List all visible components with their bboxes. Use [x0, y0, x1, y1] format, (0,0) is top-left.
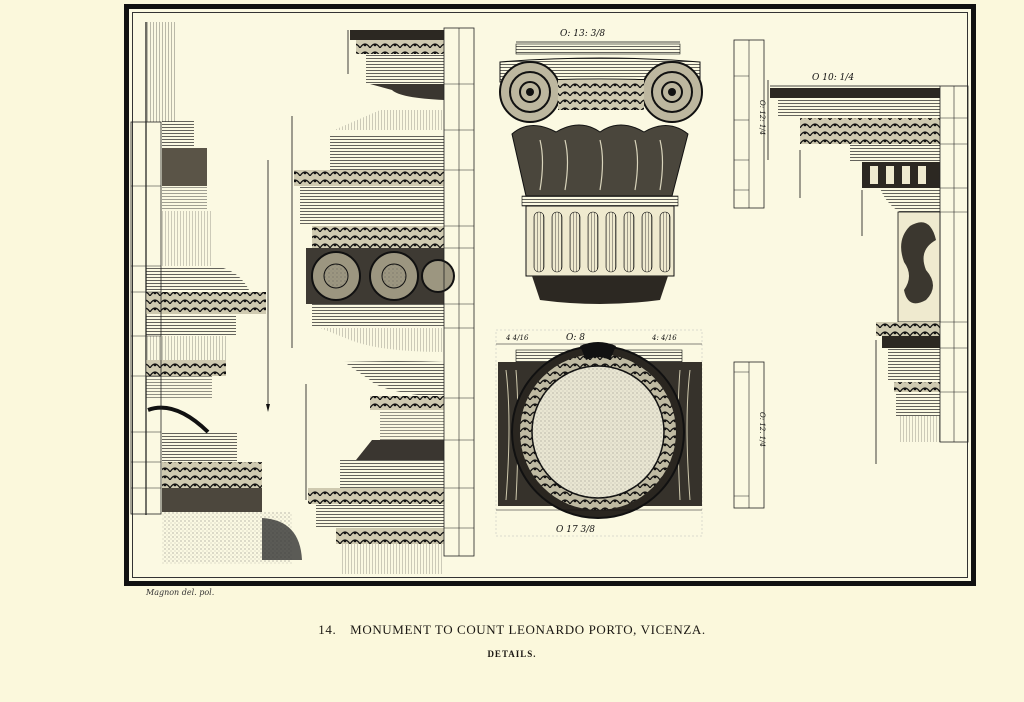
- engraver-credit: Magnon del. pol.: [146, 588, 215, 597]
- base-profile-left: [130, 22, 302, 564]
- capital-width-label: O: 13: 3/8: [560, 29, 605, 39]
- medallion-top-left-label: 4 4/16: [505, 334, 529, 342]
- medallion-height-label: O: 12. 1/4: [758, 412, 766, 447]
- plate-inner-border: [132, 12, 968, 578]
- plate-title: MONUMENT TO COUNT LEONARDO PORTO, VICENZ…: [350, 622, 706, 637]
- medallion-width-label: O 17 3/8: [556, 525, 595, 535]
- ionic-capital: [499, 41, 703, 304]
- dimension-bars: [733, 39, 769, 509]
- capital-height-label: O: 12: 1/4: [758, 100, 766, 135]
- cornice-width-label: O 10: 1/4: [812, 73, 854, 83]
- medallion-top-right-label: 4: 4/16: [651, 334, 677, 342]
- cornice-profile-right: [770, 85, 969, 464]
- medallion-top-center-label: O: 8: [566, 333, 585, 343]
- plate-number: 14.: [318, 622, 337, 637]
- plate-caption: 14. MONUMENT TO COUNT LEONARDO PORTO, VI…: [0, 622, 1024, 638]
- plate-subtitle: DETAILS.: [487, 649, 537, 659]
- pedestal-profile: [291, 27, 475, 574]
- medallion-panel: [495, 329, 703, 537]
